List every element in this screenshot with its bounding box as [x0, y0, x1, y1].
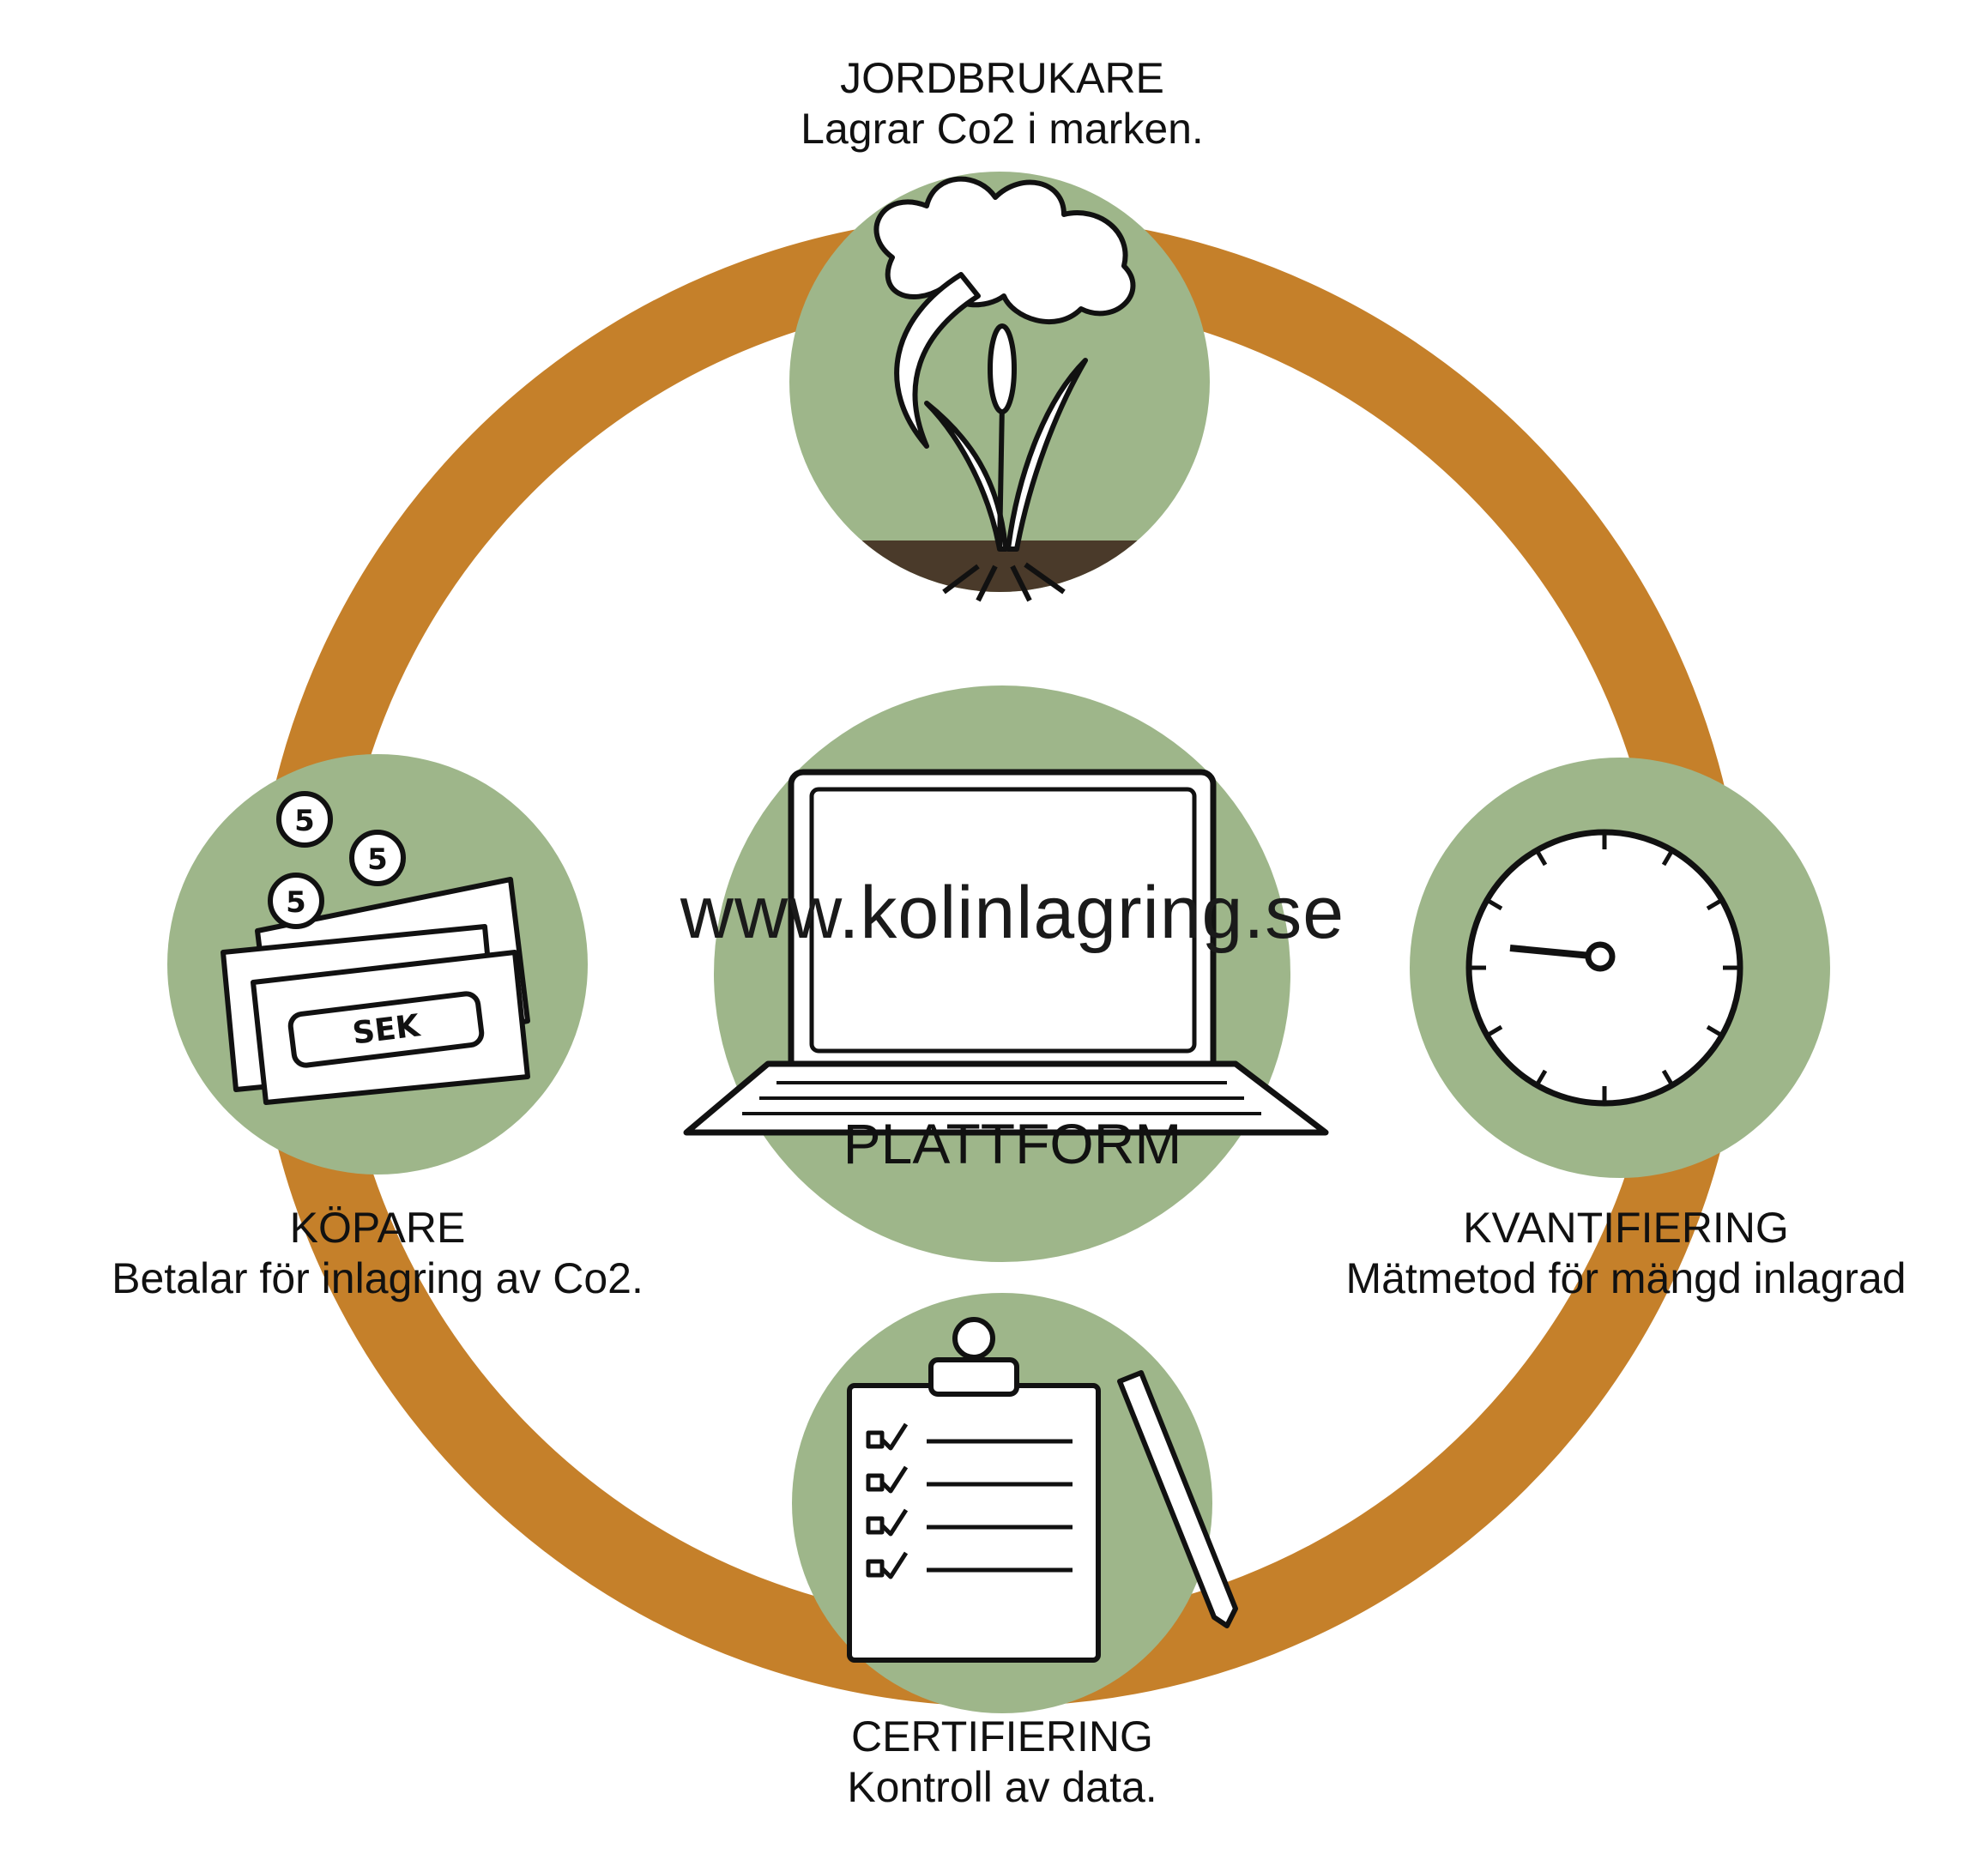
- farmer-title: JORDBRUKARE: [840, 54, 1164, 102]
- certification-label: CERTIFIERING Kontroll av data.: [736, 1712, 1268, 1813]
- coin-icon: 5: [349, 830, 406, 886]
- certification-description: Kontroll av data.: [847, 1763, 1157, 1811]
- platform-node: [683, 685, 1329, 1262]
- quantification-node: [1410, 758, 1830, 1178]
- buyer-title: KÖPARE: [289, 1204, 466, 1252]
- platform-url[interactable]: www.kolinlagring.se: [680, 872, 1345, 954]
- buyer-label: KÖPARE Betalar för inlagring av Co2.: [34, 1203, 721, 1304]
- buyer-description: Betalar för inlagring av Co2.: [112, 1254, 644, 1302]
- gauge-icon: [1465, 829, 1743, 1107]
- money-icon: SEK 5 5 5: [221, 791, 530, 1105]
- coin-icon: 5: [276, 791, 333, 848]
- farmer-label: JORDBRUKARE Lagrar Co2 i marken.: [736, 53, 1268, 154]
- quantification-title: KVANTIFIERING: [1463, 1204, 1789, 1252]
- quantification-description: Mätmetod för mängd inlagrad: [1345, 1254, 1906, 1302]
- svg-text:5: 5: [286, 885, 306, 920]
- pencil-icon: [1117, 1370, 1238, 1628]
- svg-text:5: 5: [367, 842, 388, 877]
- banknote-label: SEK: [351, 1008, 423, 1051]
- quantification-label: KVANTIFIERING Mätmetod för mängd inlagra…: [1278, 1203, 1973, 1304]
- ring-arrow-notches: [571, 489, 1446, 1407]
- svg-text:5: 5: [294, 804, 315, 838]
- laptop-icon: [683, 769, 1329, 1136]
- certification-title: CERTIFIERING: [851, 1712, 1153, 1760]
- platform-title: PLATTFORM: [843, 1112, 1182, 1175]
- plant-icon: [873, 176, 1136, 602]
- coin-icon: 5: [268, 873, 324, 929]
- certification-node: [792, 1293, 1238, 1713]
- buyer-node: SEK 5 5 5: [167, 754, 588, 1175]
- farmer-description: Lagrar Co2 i marken.: [801, 105, 1204, 153]
- checklist-clipboard-icon: [847, 1317, 1238, 1663]
